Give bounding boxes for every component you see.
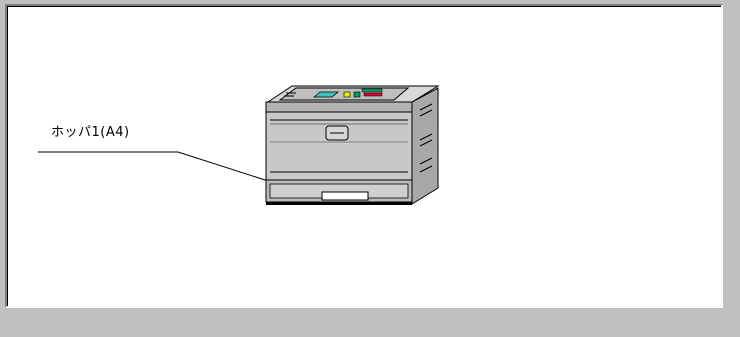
laser-printer-icon[interactable] <box>262 80 444 210</box>
paper-tray-icon[interactable] <box>266 180 412 202</box>
bottom-gray-strip <box>0 309 740 337</box>
hopper-1-label: ホッパ1(A4) <box>51 121 130 140</box>
